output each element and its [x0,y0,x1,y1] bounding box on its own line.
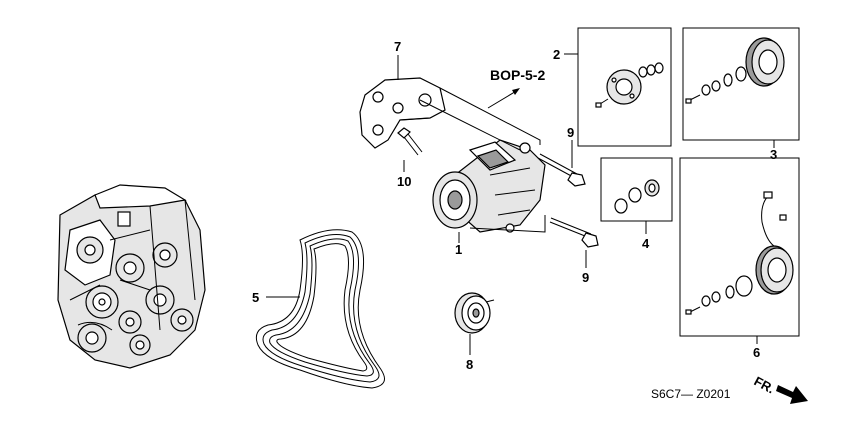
drive-belt [255,229,385,389]
front-arrow-icon [776,385,808,404]
clutch-plate-box [577,27,672,147]
seal-kit-box [600,157,673,222]
diagram-code: S6C7— Z0201 [651,387,731,401]
compressor-bracket [359,77,446,149]
reference-label[interactable]: BOP-5-2 [490,67,545,83]
callout-9-upper: 9 [567,125,574,140]
callout-4: 4 [642,236,650,251]
callout-3: 3 [770,147,777,162]
front-direction-indicator: FR. [752,373,808,404]
callout-5: 5 [252,290,259,305]
field-coil-box [679,157,800,337]
callout-2: 2 [553,47,560,62]
callout-9-lower: 9 [582,270,589,285]
bolt-10 [397,127,423,156]
ac-compressor [432,139,546,233]
bolt-9-upper [537,153,586,187]
clutch-pulley-box [682,27,800,141]
idler-pulley [454,292,495,334]
engine-illustration [57,184,206,369]
callout-1: 1 [455,242,462,257]
callout-6: 6 [753,345,760,360]
callout-10: 10 [397,174,411,189]
callout-7: 7 [394,39,401,54]
bolt-9-lower [549,217,599,248]
callout-8: 8 [466,357,473,372]
front-label: FR. [752,373,778,396]
reference-arrow [487,88,520,109]
